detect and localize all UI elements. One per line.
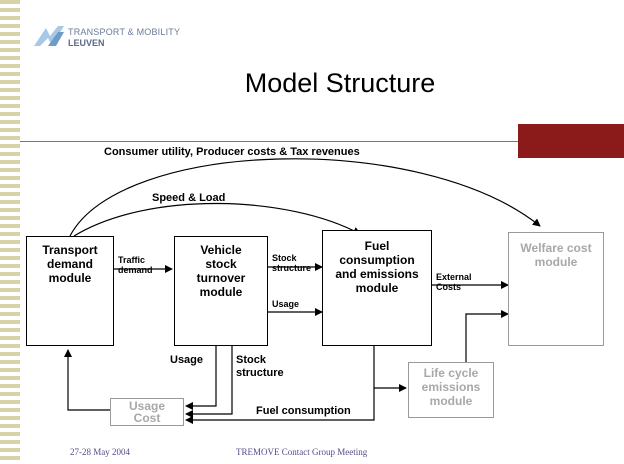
module-label: module [355,281,399,295]
life-cycle-emissions-module: Life cycle emissions module [408,362,494,418]
stock-structure-small-label: Stock structure [272,253,311,273]
module-label: demand [46,257,93,271]
flow-label: demand [118,265,153,275]
footer-meeting: TREMOVE Contact Group Meeting [236,447,368,457]
module-label: Cost [133,411,161,425]
speed-load-label: Speed & Load [152,192,226,204]
usage-label: Usage [170,354,204,366]
module-label: module [48,271,92,285]
module-label: turnover [196,271,246,285]
flow-label: Traffic [118,255,146,265]
fuel-consumption-label: Fuel consumption [256,405,351,417]
module-label: and emissions [335,267,419,281]
module-label: Life cycle [423,366,479,380]
traffic-demand-label: Traffic demand [118,255,153,275]
module-label: module [199,285,243,299]
transport-demand-module: Transport demand module [26,236,114,346]
module-label: Transport [42,243,98,257]
consumer-utility-label: Consumer utility, Producer costs & Tax r… [104,146,360,158]
flow-label: structure [236,367,284,379]
module-label: module [429,394,473,408]
module-label: Welfare cost [520,241,592,255]
title-rule [20,141,518,142]
flow-label: Stock [272,253,297,263]
welfare-cost-module: Welfare cost module [508,232,604,346]
module-label: stock [205,257,237,271]
logo-line-1: TRANSPORT & MOBILITY [68,27,181,37]
slide-title: Model Structure [244,68,436,98]
external-costs-label: External Costs [436,272,472,292]
flow-label: Stock [236,354,266,366]
module-label: Fuel [364,239,390,253]
footer-date: 27-28 May 2004 [70,447,130,457]
vehicle-stock-turnover-module: Vehicle stock turnover module [174,236,268,346]
module-label: Vehicle [200,243,242,257]
usage-small-label: Usage [272,299,300,309]
module-label: emissions [421,380,481,394]
logo-line-2: LEUVEN [68,38,105,48]
stock-structure-label: Stock structure [236,354,284,380]
left-decorative-strip [0,0,20,464]
accent-block [518,124,624,158]
flow-label: structure [272,263,312,273]
module-label: consumption [339,253,415,267]
flow-label: Costs [436,282,462,292]
module-label: Usage [128,399,166,413]
module-label: module [534,255,578,269]
usage-cost-box: Usage Cost [110,398,184,426]
tml-logo-icon [34,26,64,46]
fuel-consumption-emissions-module: Fuel consumption and emissions module [322,230,432,346]
flow-label: External [436,272,472,282]
